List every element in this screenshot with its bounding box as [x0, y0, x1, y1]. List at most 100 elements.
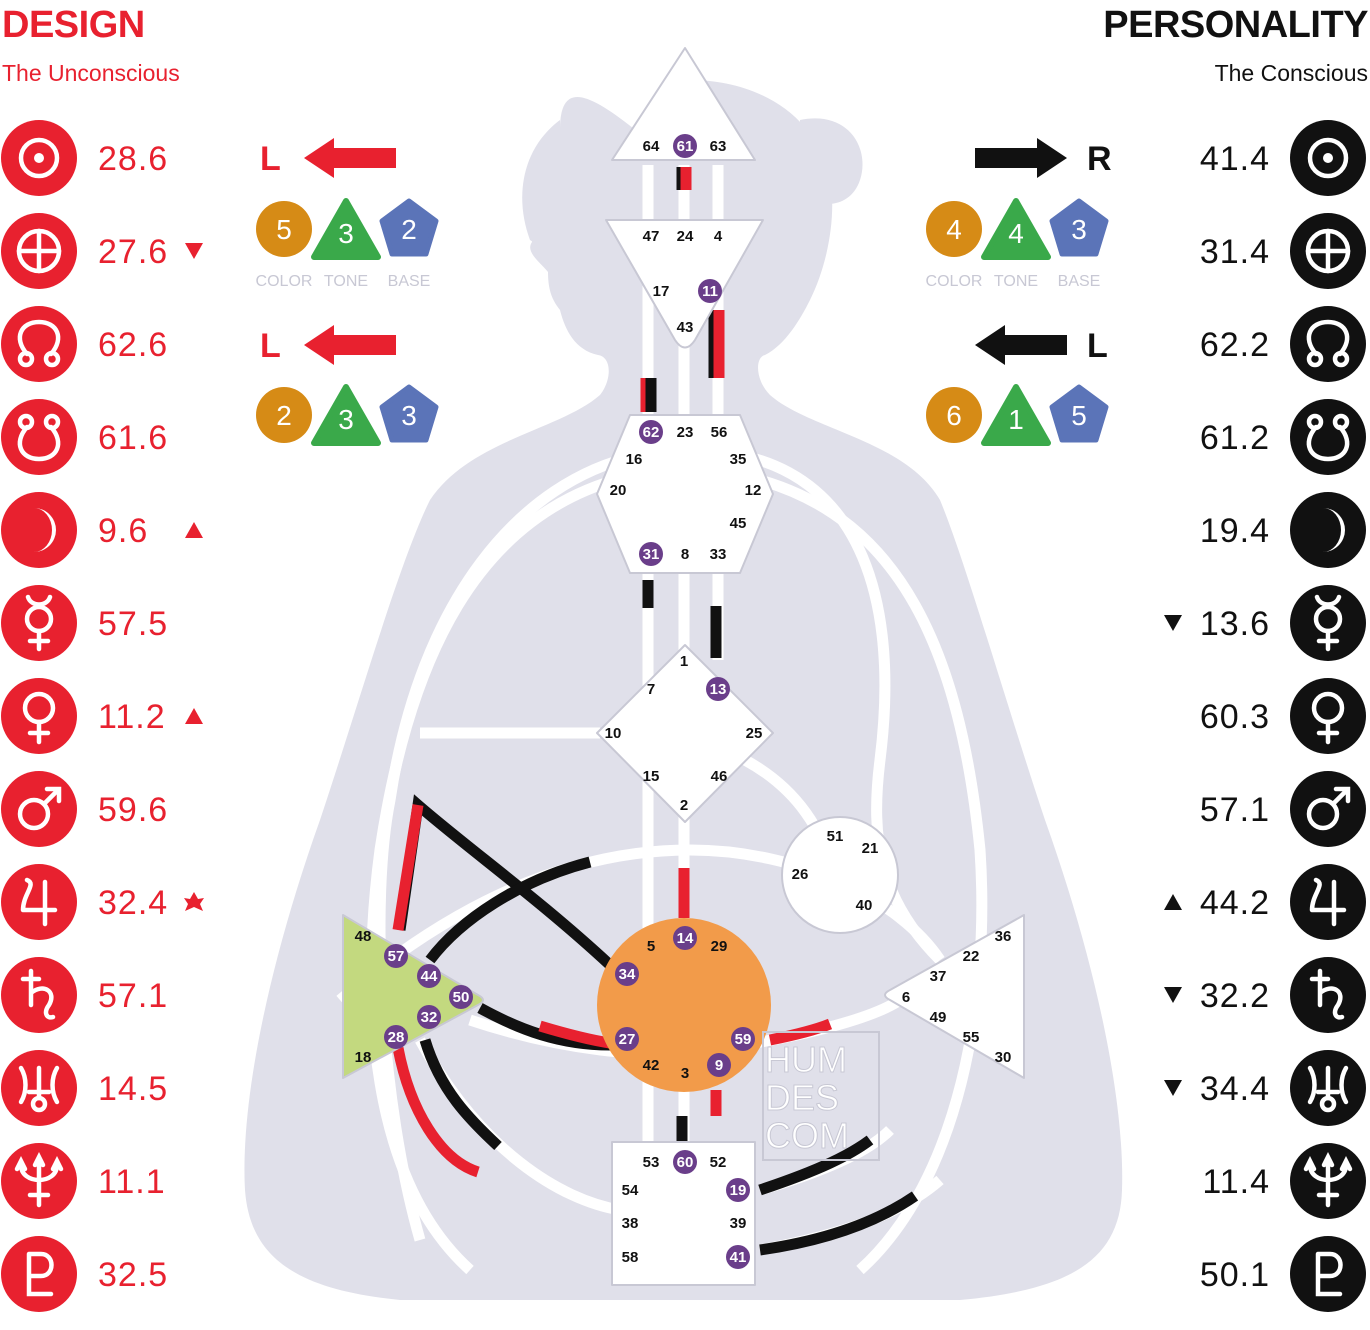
active-channel-12: [392, 804, 424, 931]
moon-icon-crescent: [1323, 508, 1345, 552]
north-node-icon-ring: [17, 350, 35, 368]
gate-3: 3: [681, 1065, 689, 1082]
uranus-icon-stroke: [1307, 1065, 1349, 1105]
watermark: HUM DES COM: [762, 1031, 880, 1161]
gate-badge-41: [726, 1245, 750, 1269]
jupiter-icon-stroke: [20, 877, 58, 927]
saturn-icon-stroke: [1309, 968, 1345, 1020]
gate-41: 41: [730, 1249, 747, 1266]
design-value-3: 61.6: [98, 419, 168, 457]
south-node-icon-stroke: [17, 424, 61, 462]
personality-top-base-value: 3: [1071, 214, 1087, 245]
south-node-icon-disc: [1, 399, 77, 475]
personality-mark-5: [1164, 615, 1182, 631]
personality-top-tone-value: 4: [1008, 218, 1024, 249]
gate-57: 57: [388, 948, 405, 965]
watermark-frame: [762, 1031, 880, 1161]
pluto-icon-stroke: [1315, 1251, 1343, 1297]
design-value-4: 9.6: [98, 512, 148, 550]
gate-53: 53: [643, 1154, 660, 1171]
gate-10: 10: [605, 725, 622, 742]
gate-50: 50: [453, 989, 470, 1006]
south-node-icon-stroke: [1306, 424, 1350, 462]
gate-42: 42: [643, 1057, 660, 1074]
personality-bottom-arrow-label: L: [1087, 327, 1108, 365]
design-mark-1: [185, 243, 203, 259]
design-bottom-arrow-label: L: [260, 327, 281, 365]
sun-icon-dot: [1323, 153, 1333, 163]
gate-64: 64: [643, 138, 660, 155]
north-node-icon: [1290, 306, 1366, 382]
design-bottom-base-value: 3: [401, 400, 417, 431]
active-channel-19: [758, 1135, 874, 1196]
hair-bun: [800, 118, 863, 204]
personality-value-5: 13.6: [1200, 605, 1270, 643]
design-top-base-value: 2: [401, 214, 417, 245]
gate-17: 17: [653, 283, 670, 300]
personality-bottom-arrow: [975, 325, 1067, 365]
design-subtitle: The Unconscious: [2, 60, 180, 86]
personality-value-3: 61.2: [1200, 419, 1270, 457]
venus-icon-stroke: [1316, 719, 1340, 745]
personality-top-color-badge: [926, 201, 982, 257]
ajna-shape: [605, 219, 764, 349]
design-value-6: 11.2: [98, 698, 166, 736]
gate-badge-50: [449, 985, 473, 1009]
mars-icon-ring: [1306, 797, 1340, 831]
moon-icon-crescent: [34, 508, 56, 552]
design-title: DESIGN: [2, 4, 145, 46]
mars-icon: [1290, 771, 1366, 847]
mercury-icon: [1, 585, 77, 661]
design-value-12: 32.5: [98, 1256, 168, 1294]
uranus-icon-stroke: [18, 1065, 60, 1105]
sun-icon-dot: [34, 153, 44, 163]
design-value-8: 32.4: [98, 884, 168, 922]
gate-badge-11: [698, 279, 722, 303]
design-bottom-tone-value: 3: [338, 404, 354, 435]
venus-icon: [1, 678, 77, 754]
design-top-base-badge: [379, 198, 439, 257]
mars-icon-disc: [1, 771, 77, 847]
gate-29: 29: [711, 938, 728, 955]
moon-icon-disc: [1, 492, 77, 568]
gate-25: 25: [746, 725, 763, 742]
south-node-icon: [1290, 399, 1366, 475]
design-bottom-color-value: 2: [276, 400, 292, 431]
active-channel-18: [419, 1038, 502, 1151]
gate-35: 35: [730, 451, 747, 468]
design-top-color-label: COLOR: [256, 273, 313, 290]
personality-value-4: 19.4: [1200, 512, 1270, 550]
throat-shape: [596, 414, 774, 574]
gate-8: 8: [681, 546, 689, 563]
personality-mark-10: [1164, 1080, 1182, 1096]
north-node-icon-stroke: [17, 319, 61, 357]
gate-48: 48: [355, 928, 372, 945]
saturn-icon: [1290, 957, 1366, 1033]
design-value-11: 11.1: [98, 1163, 166, 1201]
gate-43: 43: [677, 319, 694, 336]
earth-icon: [1290, 213, 1366, 289]
watermark-line-3: COM: [765, 1115, 849, 1156]
gate-54: 54: [622, 1182, 639, 1199]
gate-47: 47: [643, 228, 660, 245]
gate-52: 52: [710, 1154, 727, 1171]
north-node-icon-ring: [1306, 350, 1324, 368]
personality-value-1: 31.4: [1200, 233, 1270, 271]
personality-mark-9: [1164, 987, 1182, 1003]
south-node-icon-disc: [1290, 399, 1366, 475]
gate-45: 45: [730, 515, 747, 532]
gate-badge-57: [384, 944, 408, 968]
gate-23: 23: [677, 424, 694, 441]
active-channel-13: [425, 856, 592, 964]
gate-9: 9: [715, 1057, 723, 1074]
saturn-icon-disc: [1290, 957, 1366, 1033]
gate-badge-62: [639, 420, 663, 444]
gate-badge-9: [707, 1053, 731, 1077]
design-value-1: 27.6: [98, 233, 168, 271]
personality-value-6: 60.3: [1200, 698, 1270, 736]
design-top-color-value: 5: [276, 214, 292, 245]
